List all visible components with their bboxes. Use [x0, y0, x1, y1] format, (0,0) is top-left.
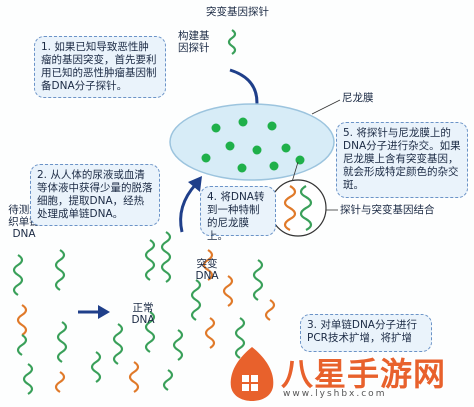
step-1-box: 1. 如果已知导致恶性肿瘤的基因突变，首先要利用已知的恶性肿瘤基因制备DNA分子… — [34, 36, 166, 98]
hybrid-spot — [237, 163, 247, 173]
step-4-box: 4. 将DNA转到一种特制的尼龙膜上。 — [200, 186, 276, 242]
hybrid-spot — [269, 161, 279, 171]
hybrid-spot — [252, 145, 262, 155]
sample-dna-strands — [12, 249, 68, 363]
build-probe-label: 构建基 因探针 — [178, 30, 210, 54]
hybrid-spot — [267, 121, 277, 131]
amplified-dna-strands — [22, 231, 276, 395]
step-5-box: 5. 将探针与尼龙膜上的DNA分子进行杂交。如果尼龙膜上含有突变基因，就会形成特… — [336, 122, 468, 198]
watermark: 八星手游网 www.lyshbx.com — [225, 345, 470, 405]
hybrid-spot — [211, 123, 221, 133]
probe-strand — [227, 29, 237, 55]
probe-title-label: 突变基因探针 — [206, 6, 269, 18]
watermark-url: www.lyshbx.com — [283, 389, 387, 399]
arrow-separate — [78, 305, 110, 319]
nylon-membrane — [169, 103, 335, 181]
mutant-dna-label: 突变 DNA — [195, 258, 219, 282]
step-3-box: 3. 对单链DNA分子进行PCR技术扩增，将扩增 — [300, 314, 432, 352]
watermark-title: 八星手游网 — [281, 355, 447, 393]
hybrid-spot — [281, 143, 291, 153]
hybrid-label: 探针与突变基因结合 — [340, 204, 435, 216]
hybrid-spot — [238, 117, 248, 127]
hybrid-spot — [295, 155, 305, 165]
membrane-label: 尼龙膜 — [342, 92, 374, 104]
hybrid-spot — [225, 141, 235, 151]
hybrid-spot — [201, 153, 211, 163]
arrow-transfer-up — [179, 176, 202, 233]
step-2-box: 2. 从人体的尿液或血清等体液中获得少量的脱落细胞，提取DNA，经热处理成单链D… — [30, 164, 160, 226]
leader-line — [311, 99, 341, 115]
logo-icon — [230, 347, 274, 401]
normal-dna-label: 正常 DNA — [131, 302, 155, 326]
